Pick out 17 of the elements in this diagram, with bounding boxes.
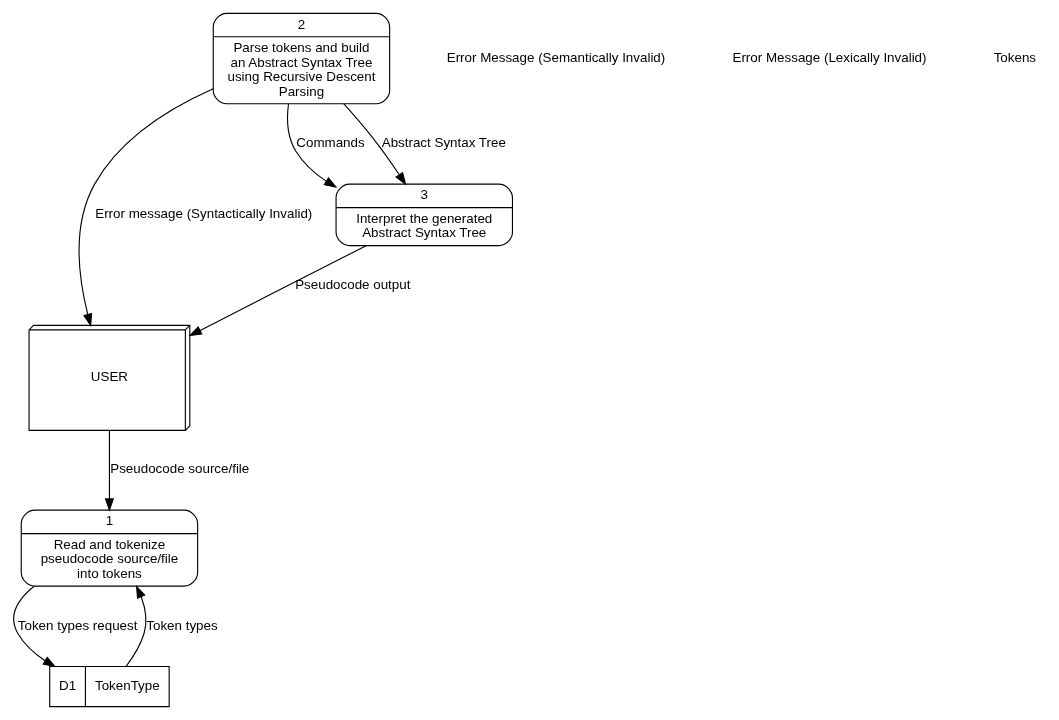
label: Tokens <box>993 50 1037 66</box>
edge-label: Error message (Syntactically Invalid) <box>95 206 313 222</box>
arrow <box>343 103 407 186</box>
arrow <box>13 585 57 668</box>
edge-label: Abstract Syntax Tree <box>381 135 506 151</box>
arrow <box>287 103 338 188</box>
arrow <box>125 584 147 667</box>
label: Error Message (Lexically Invalid) <box>732 50 927 66</box>
arrow <box>78 88 214 327</box>
label: Error Message (Semantically Invalid) <box>446 50 666 66</box>
edge-label: Commands <box>296 135 365 151</box>
arrow <box>188 245 367 337</box>
edge-label: Pseudocode source/file <box>110 461 250 477</box>
edge-label: Token types <box>146 617 218 633</box>
edge-label: Pseudocode output <box>295 277 411 293</box>
arrow <box>104 430 115 512</box>
edge-label: Token types request <box>17 617 138 633</box>
